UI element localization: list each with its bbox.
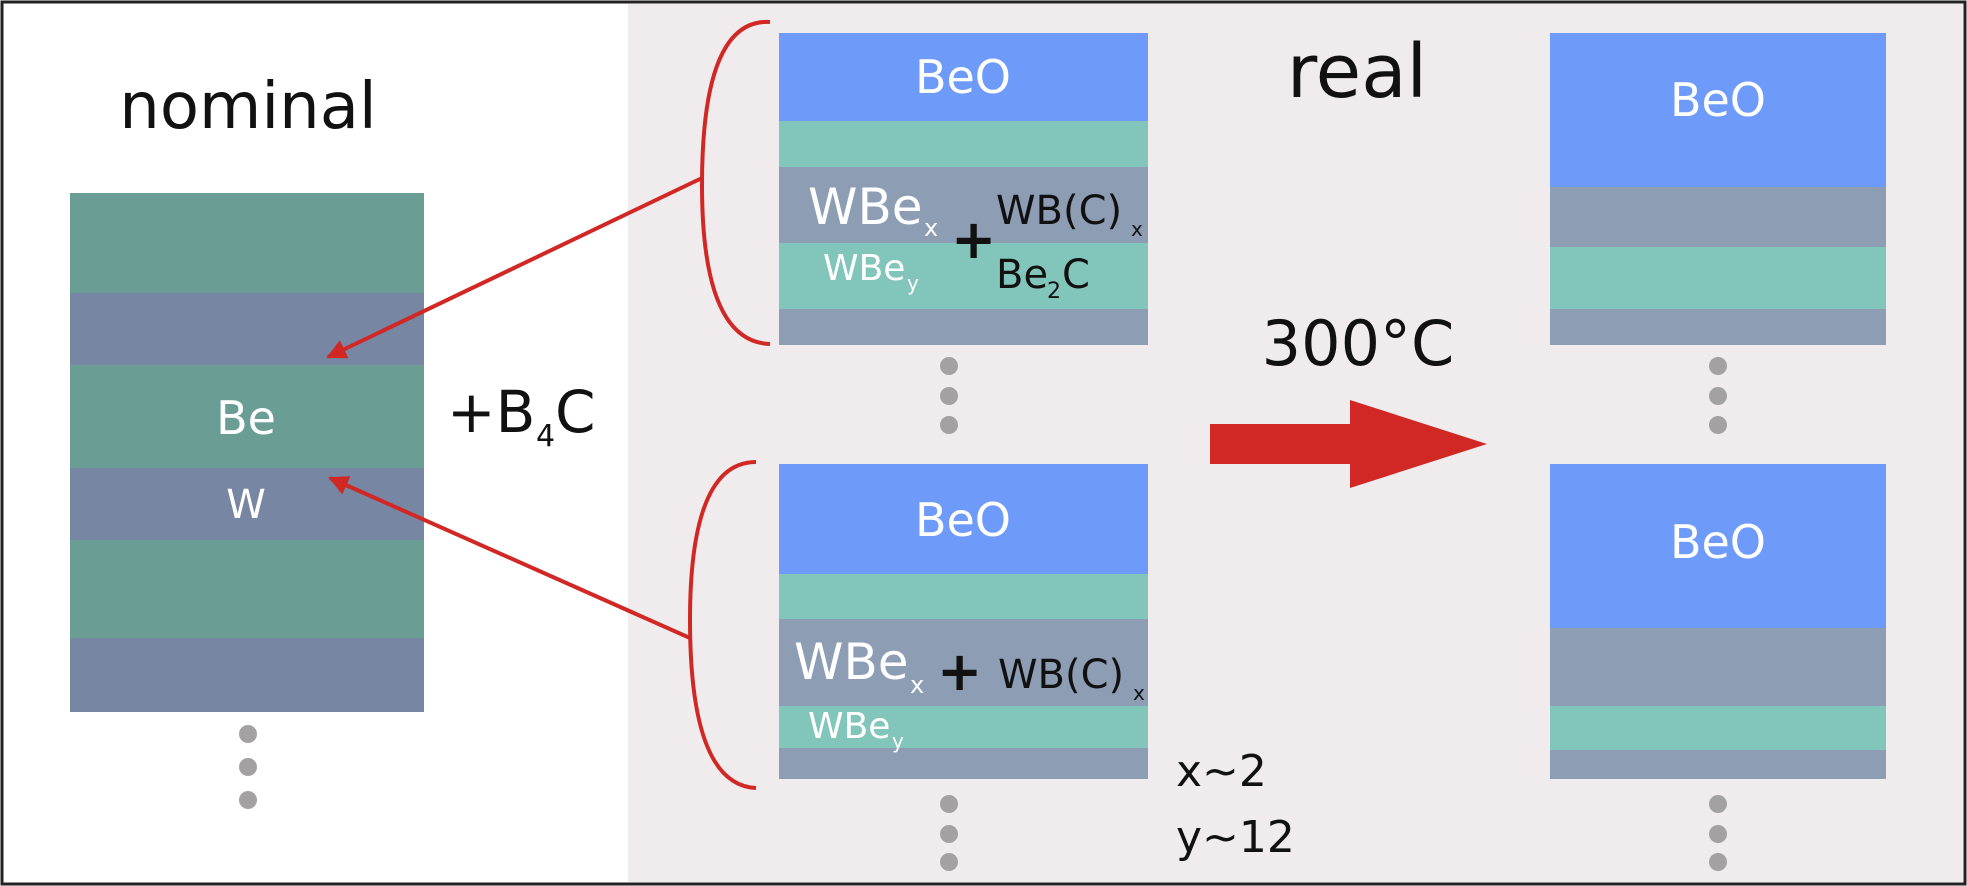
nominal-w-layer [70,468,424,540]
beo-layer [779,33,1148,121]
wbe-x-layer [1550,628,1886,706]
nominal-stack [70,193,424,712]
y-approximation-note: y~12 [1176,812,1295,863]
continuation-dot [1709,357,1727,375]
continuation-dot [940,357,958,375]
beo-layer [1550,464,1886,628]
nominal-title: nominal [119,70,376,144]
wbe-x-subscript: x [924,214,938,242]
wbe-y-label: WBe [823,248,905,289]
annealed-stack-upper [1550,33,1886,345]
svg-text:Be: Be [996,252,1048,298]
be-layer-label: Be [216,391,276,445]
continuation-dot [1709,387,1727,405]
continuation-dot [1709,853,1727,871]
plus-sign: + [937,640,982,703]
be2c-label: Be 2 C [996,252,1090,304]
wbe-y-layer [779,574,1148,619]
temperature-label: 300°C [1262,307,1455,380]
nominal-be-layer [70,193,424,293]
continuation-dot [1709,416,1727,434]
continuation-dot [239,758,257,776]
wbe-y-subscript: y [892,729,904,753]
continuation-dot [239,791,257,809]
continuation-dot [940,387,958,405]
nominal-w-layer [70,293,424,365]
wbe-x-layer [1550,187,1886,247]
wbe-x-layer [779,167,1148,243]
wbe-y-layer [1550,247,1886,309]
wbe-y-label: WBe [808,706,890,747]
continuation-dot [940,825,958,843]
wbe-x-layer [779,309,1148,345]
continuation-dot [940,853,958,871]
continuation-dot [1709,795,1727,813]
continuation-dot [940,416,958,434]
wbe-x-layer [1550,309,1886,345]
svg-text:4: 4 [536,419,555,454]
annealing-arrow [1210,400,1487,488]
beo-label: BeO [1670,515,1766,569]
wbe-x-label: WBe [808,178,923,236]
nominal-w-layer [70,638,424,712]
nominal-be-layer [70,365,424,468]
wbc-label: WB(C) [996,188,1122,234]
wbe-y-subscript: y [907,271,919,295]
wbe-x-subscript: x [910,671,924,699]
wbe-x-label: WBe [794,633,909,691]
beo-layer [1550,33,1886,187]
wbc-subscript: x [1133,681,1145,705]
beo-label: BeO [1670,73,1766,127]
real-title: real [1287,29,1427,115]
b4c-additive-label: +B 4 C [447,378,596,454]
wbe-x-layer [779,619,1148,706]
w-layer-label: W [226,482,266,528]
svg-text:2: 2 [1047,279,1061,304]
bracket-upper [699,19,771,346]
wbe-y-layer [779,243,1148,309]
wbc-subscript: x [1131,217,1143,241]
continuation-dot [940,795,958,813]
wbc-label: WB(C) [998,652,1124,698]
wbe-x-layer [779,748,1148,779]
svg-text:C: C [1062,252,1090,298]
x-approximation-note: x~2 [1176,746,1267,797]
svg-text:C: C [555,378,596,446]
beo-label: BeO [915,493,1011,547]
interface-stack-upper [779,33,1148,345]
wbe-y-layer [1550,706,1886,750]
continuation-dot [1709,825,1727,843]
bracket-lower [687,460,757,790]
interface-stack-lower [779,464,1148,779]
arrow-upper-to-nominal [326,176,703,359]
wbe-y-layer [779,706,1148,748]
nominal-be-layer [70,540,424,638]
svg-text:+B: +B [447,378,535,446]
continuation-dot [239,725,257,743]
annealed-stack-lower [1550,464,1886,779]
plus-sign: + [951,208,996,271]
wbe-y-layer [779,121,1148,167]
arrow-lower-to-nominal [328,476,691,640]
wbe-x-layer [1550,750,1886,779]
beo-layer [779,464,1148,574]
beo-label: BeO [915,50,1011,104]
